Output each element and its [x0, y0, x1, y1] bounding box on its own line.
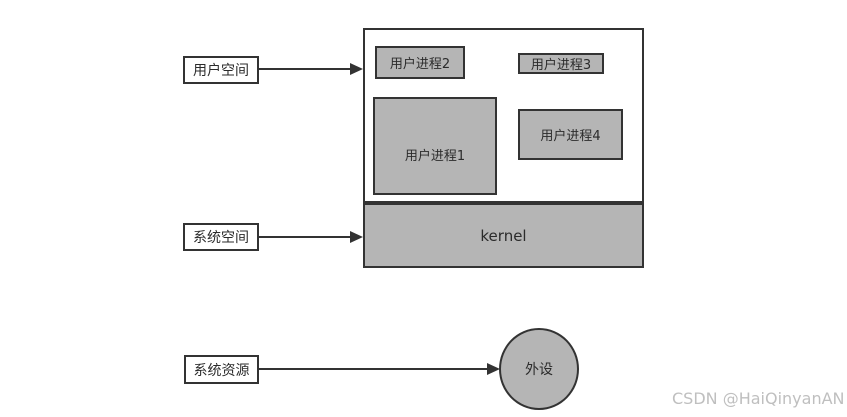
process-box-1: 用户进程1 — [373, 97, 497, 195]
process-box-3: 用户进程3 — [518, 53, 604, 74]
user-space-arrow-head-icon — [350, 63, 363, 75]
system-space-arrow-line — [258, 236, 351, 238]
process-box-4: 用户进程4 — [518, 109, 623, 160]
process-box-2: 用户进程2 — [375, 46, 465, 79]
system-resource-arrow-head-icon — [487, 363, 500, 375]
system-resource-arrow-line — [258, 368, 488, 370]
watermark: CSDN @HaiQinyanAN — [672, 389, 845, 408]
peripheral-circle: 外设 — [499, 328, 579, 410]
system-space-label: 系统空间 — [183, 223, 259, 251]
kernel-box: kernel — [363, 203, 644, 268]
system-resource-label: 系统资源 — [184, 355, 259, 384]
system-space-arrow-head-icon — [350, 231, 363, 243]
user-space-label: 用户空间 — [183, 56, 259, 84]
user-space-arrow-line — [258, 68, 351, 70]
